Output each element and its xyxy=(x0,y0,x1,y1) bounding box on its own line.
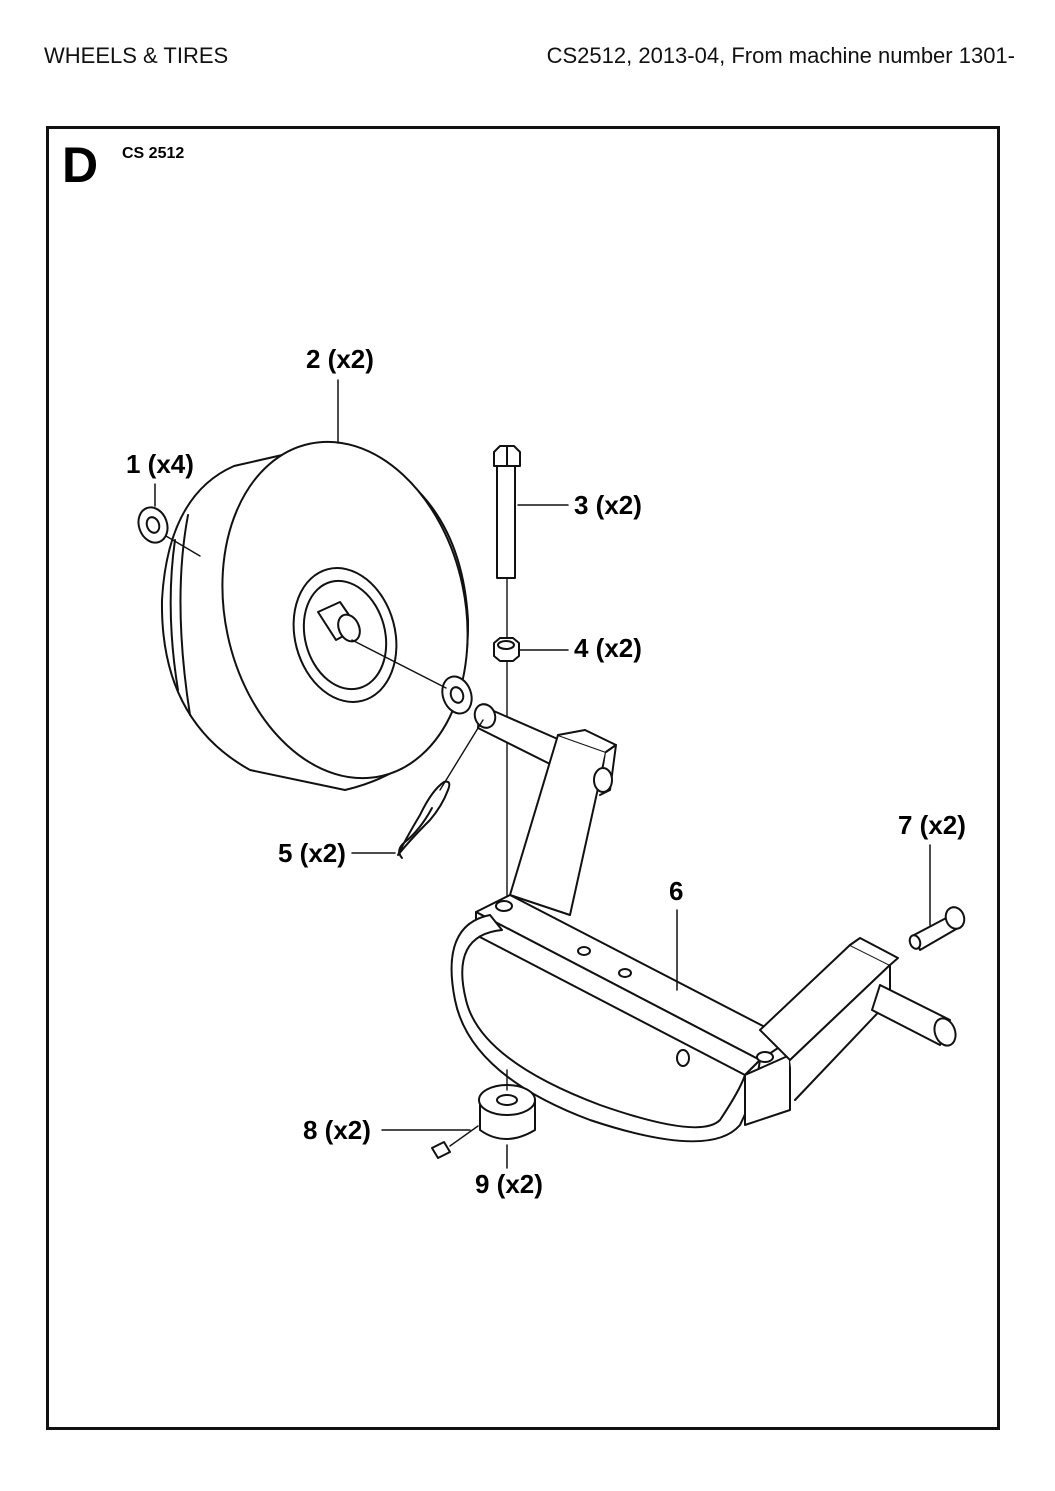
setscrew-part-8 xyxy=(431,1125,479,1159)
leader-lines xyxy=(154,379,931,1169)
callout-6: 6 xyxy=(669,876,683,906)
bolt-part-3 xyxy=(493,445,521,579)
nut-part-4 xyxy=(493,637,520,662)
section-letter: D xyxy=(62,137,99,193)
washer-part-1-right xyxy=(441,675,473,715)
clip-part-5 xyxy=(397,719,484,859)
model-info: CS2512, 2013-04, From machine number 130… xyxy=(546,43,1015,68)
callout-3: 3 (x2) xyxy=(574,490,642,520)
callout-4: 4 (x2) xyxy=(574,633,642,663)
frame-part-6 xyxy=(450,703,957,1143)
section-model: CS 2512 xyxy=(122,145,185,162)
callout-7: 7 (x2) xyxy=(898,810,966,840)
wheel-tire-part-2 xyxy=(160,440,470,791)
callout-1: 1 (x4) xyxy=(126,449,194,479)
callout-5: 5 (x2) xyxy=(278,838,346,868)
callout-9: 9 (x2) xyxy=(475,1169,543,1199)
callout-2: 2 (x2) xyxy=(306,344,374,374)
washer-part-1-left xyxy=(137,506,169,544)
pin-part-7 xyxy=(908,906,966,951)
diagram-frame xyxy=(46,126,1000,1430)
callout-8: 8 (x2) xyxy=(303,1115,371,1145)
page-title: WHEELS & TIRES xyxy=(44,43,229,68)
bushing-part-9 xyxy=(478,1069,536,1140)
